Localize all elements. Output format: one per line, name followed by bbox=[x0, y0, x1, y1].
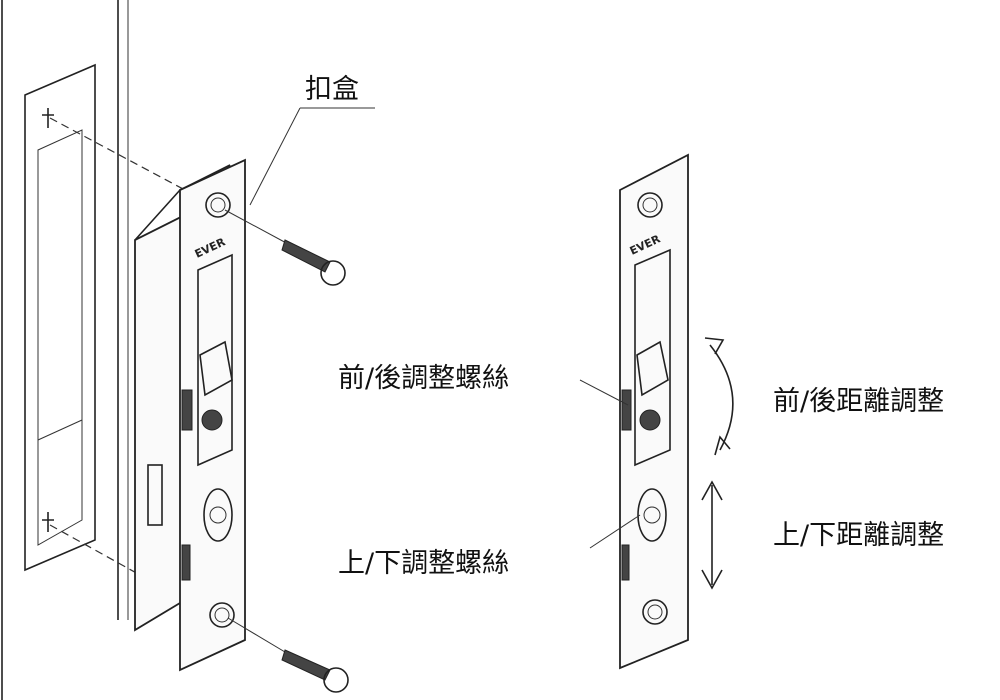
vertical-double-arrow-icon bbox=[701, 480, 723, 590]
label-up-down-adjust: 上/下距離調整 bbox=[773, 520, 945, 551]
label-front-back-screw: 前/後調整螺絲 bbox=[338, 363, 510, 394]
label-front-back-adjust: 前/後距離調整 bbox=[773, 386, 945, 417]
adjust-arrows bbox=[701, 337, 734, 590]
curved-double-arrow-icon bbox=[709, 344, 734, 451]
door-frame bbox=[1, 0, 129, 700]
label-strike-box: 扣盒 bbox=[305, 74, 359, 105]
label-up-down-screw: 上/下調整螺絲 bbox=[338, 548, 510, 579]
leader-lines bbox=[249, 107, 641, 549]
strike-plate-right: EVER bbox=[619, 153, 689, 670]
strike-box-left: EVER bbox=[134, 158, 246, 672]
screws bbox=[224, 209, 349, 693]
